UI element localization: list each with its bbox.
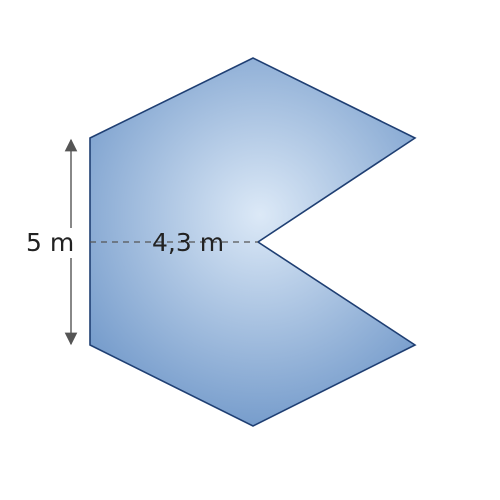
height-label-background [20,228,80,258]
notched-hexagon-shape [89,57,417,427]
height-label: 5 m [26,228,74,257]
depth-label: 4,3 m [152,228,224,257]
